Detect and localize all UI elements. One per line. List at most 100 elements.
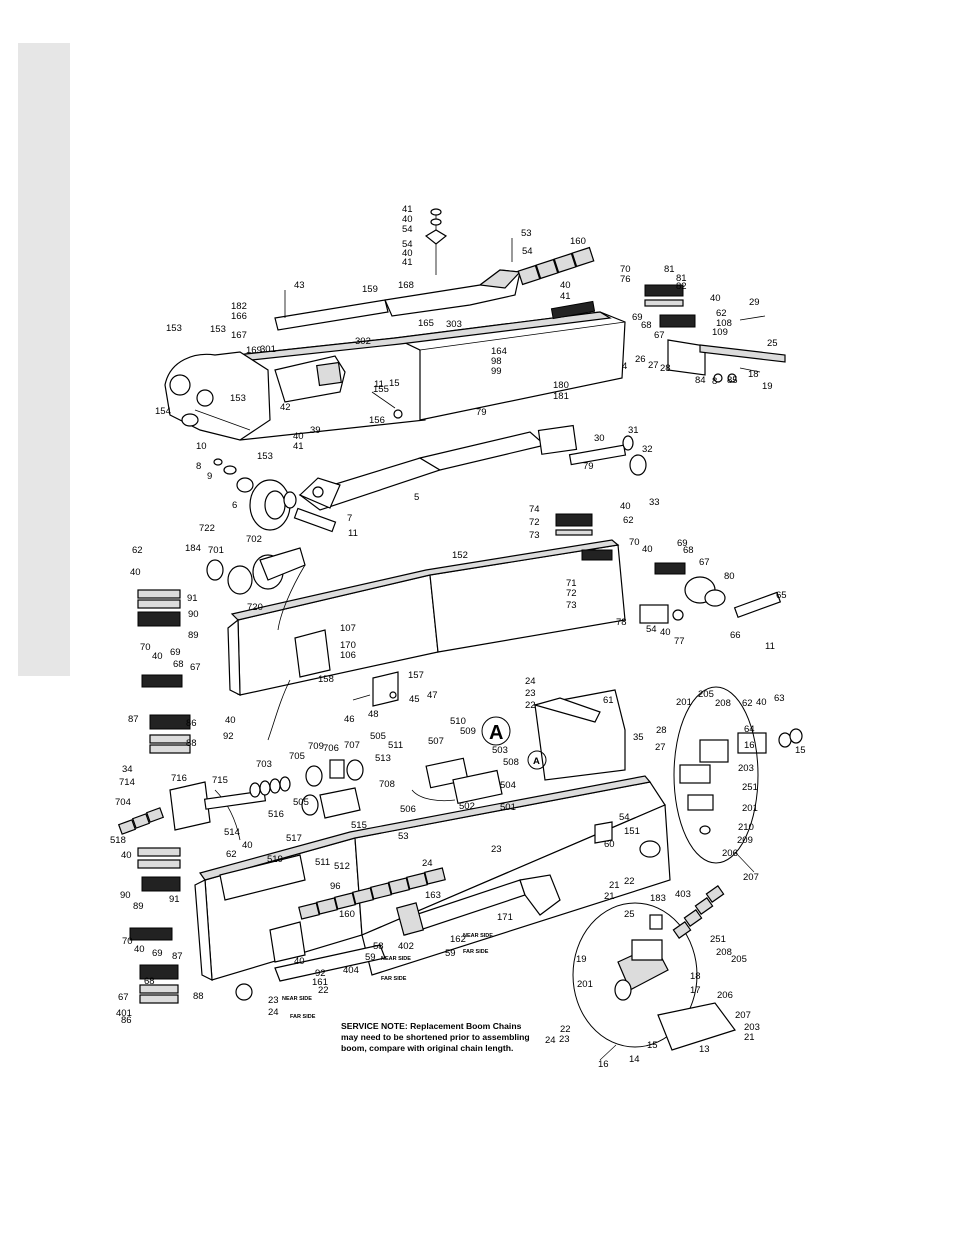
- part-callout: 41: [293, 441, 304, 452]
- part-callout: 84: [695, 375, 706, 386]
- part-callout: 19: [762, 381, 773, 392]
- part-callout: 517: [286, 833, 302, 844]
- part-callout: 508: [503, 757, 519, 768]
- part-callout: 54: [646, 624, 657, 635]
- part-callout: 701: [208, 545, 224, 556]
- part-callout: 74: [529, 504, 540, 515]
- part-callout: 519: [267, 854, 283, 865]
- part-callout: 203: [744, 1022, 760, 1033]
- part-callout: 180: [553, 380, 569, 391]
- part-callout: 82: [676, 281, 687, 292]
- part-callout: 707: [344, 740, 360, 751]
- part-callout: 22: [624, 876, 635, 887]
- part-callout: 45: [409, 694, 420, 705]
- part-callout: 15: [795, 745, 806, 756]
- part-callout: 518: [110, 835, 126, 846]
- service-note: SERVICE NOTE: Replacement Boom Chains ma…: [341, 1021, 581, 1054]
- part-callout: 108: [716, 318, 732, 329]
- part-callout: 23: [268, 995, 279, 1006]
- part-callout: 62: [742, 698, 753, 709]
- part-callout: 22: [525, 700, 536, 711]
- part-callout: 9: [207, 471, 212, 482]
- part-callout: 206: [717, 990, 733, 1001]
- part-callout: 504: [500, 780, 516, 791]
- part-callout: 31: [628, 425, 639, 436]
- part-callout: 509: [460, 726, 476, 737]
- part-callout: 62: [716, 308, 727, 319]
- part-callout: 41: [402, 204, 413, 215]
- part-callout: 208: [716, 947, 732, 958]
- part-callout: 81: [664, 264, 675, 275]
- part-callout: 165: [418, 318, 434, 329]
- part-callout: 201: [742, 803, 758, 814]
- part-callout: 88: [186, 738, 197, 749]
- part-callout: 40: [560, 280, 571, 291]
- part-callout: 157: [408, 670, 424, 681]
- part-callout: 98: [491, 356, 502, 367]
- part-callout: 30: [594, 433, 605, 444]
- service-note-line: SERVICE NOTE: Replacement Boom Chains: [341, 1021, 522, 1031]
- part-callout: 39: [310, 425, 321, 436]
- part-callout: 41: [560, 291, 571, 302]
- part-callout: 65: [776, 590, 787, 601]
- part-callout: 251: [710, 934, 726, 945]
- side-label-far: FAR SIDE: [381, 976, 407, 982]
- part-callout: 210: [738, 822, 754, 833]
- part-callout: 69: [677, 538, 688, 549]
- part-callout: 14: [629, 1054, 640, 1065]
- part-callout: 404: [343, 965, 359, 976]
- part-callout: 26: [635, 354, 646, 365]
- part-callout: 158: [318, 674, 334, 685]
- part-callout: 303: [446, 319, 462, 330]
- outer-boom-assembly: [117, 679, 803, 1061]
- part-callout: 58: [373, 941, 384, 952]
- part-callout: 705: [289, 751, 305, 762]
- part-callout: 28: [656, 725, 667, 736]
- part-callout: 40: [152, 651, 163, 662]
- part-callout: 15: [389, 378, 400, 389]
- part-callout: 251: [742, 782, 758, 793]
- part-callout: 201: [577, 979, 593, 990]
- part-callout: 40: [121, 850, 132, 861]
- part-callout: 205: [731, 954, 747, 965]
- part-callout: 68: [173, 659, 184, 670]
- part-callout: 40: [710, 293, 721, 304]
- part-callout: 19: [576, 954, 587, 965]
- part-callout: 153: [166, 323, 182, 334]
- side-label-near: NEAR SIDE: [381, 956, 411, 962]
- page-side-tab: [18, 43, 70, 676]
- part-callout: 70: [629, 537, 640, 548]
- part-callout: 16: [744, 740, 755, 751]
- part-callout: 66: [730, 630, 741, 641]
- part-callout: 503: [492, 745, 508, 756]
- part-callout: 516: [268, 809, 284, 820]
- part-callout: 40: [242, 840, 253, 851]
- detail-marker-a-small-label: A: [533, 756, 540, 767]
- part-callout: 23: [525, 688, 536, 699]
- part-callout: 4: [622, 361, 627, 372]
- part-callout: 153: [210, 324, 226, 335]
- part-callout: 40: [756, 697, 767, 708]
- part-callout: 11: [348, 528, 358, 539]
- part-callout: 505: [293, 797, 309, 808]
- part-callout: 21: [604, 891, 615, 902]
- part-callout: 167: [231, 330, 247, 341]
- part-callout: 709: [308, 741, 324, 752]
- part-callout: 501: [500, 802, 516, 813]
- part-callout: 507: [428, 736, 444, 747]
- part-callout: 24: [545, 1035, 556, 1046]
- part-callout: 43: [294, 280, 305, 291]
- part-callout: 29: [749, 297, 760, 308]
- part-callout: 206: [722, 848, 738, 859]
- part-callout: 40: [402, 214, 413, 225]
- part-callout: 162: [450, 934, 466, 945]
- part-callout: 209: [737, 835, 753, 846]
- side-label-far: FAR SIDE: [463, 949, 489, 955]
- part-callout: 92: [315, 968, 326, 979]
- part-callout: 11: [374, 379, 384, 390]
- part-callout: 54: [402, 224, 413, 235]
- part-callout: 716: [171, 773, 187, 784]
- side-label-far: FAR SIDE: [290, 1014, 316, 1020]
- part-callout: 170: [340, 640, 356, 651]
- part-callout: 160: [570, 236, 586, 247]
